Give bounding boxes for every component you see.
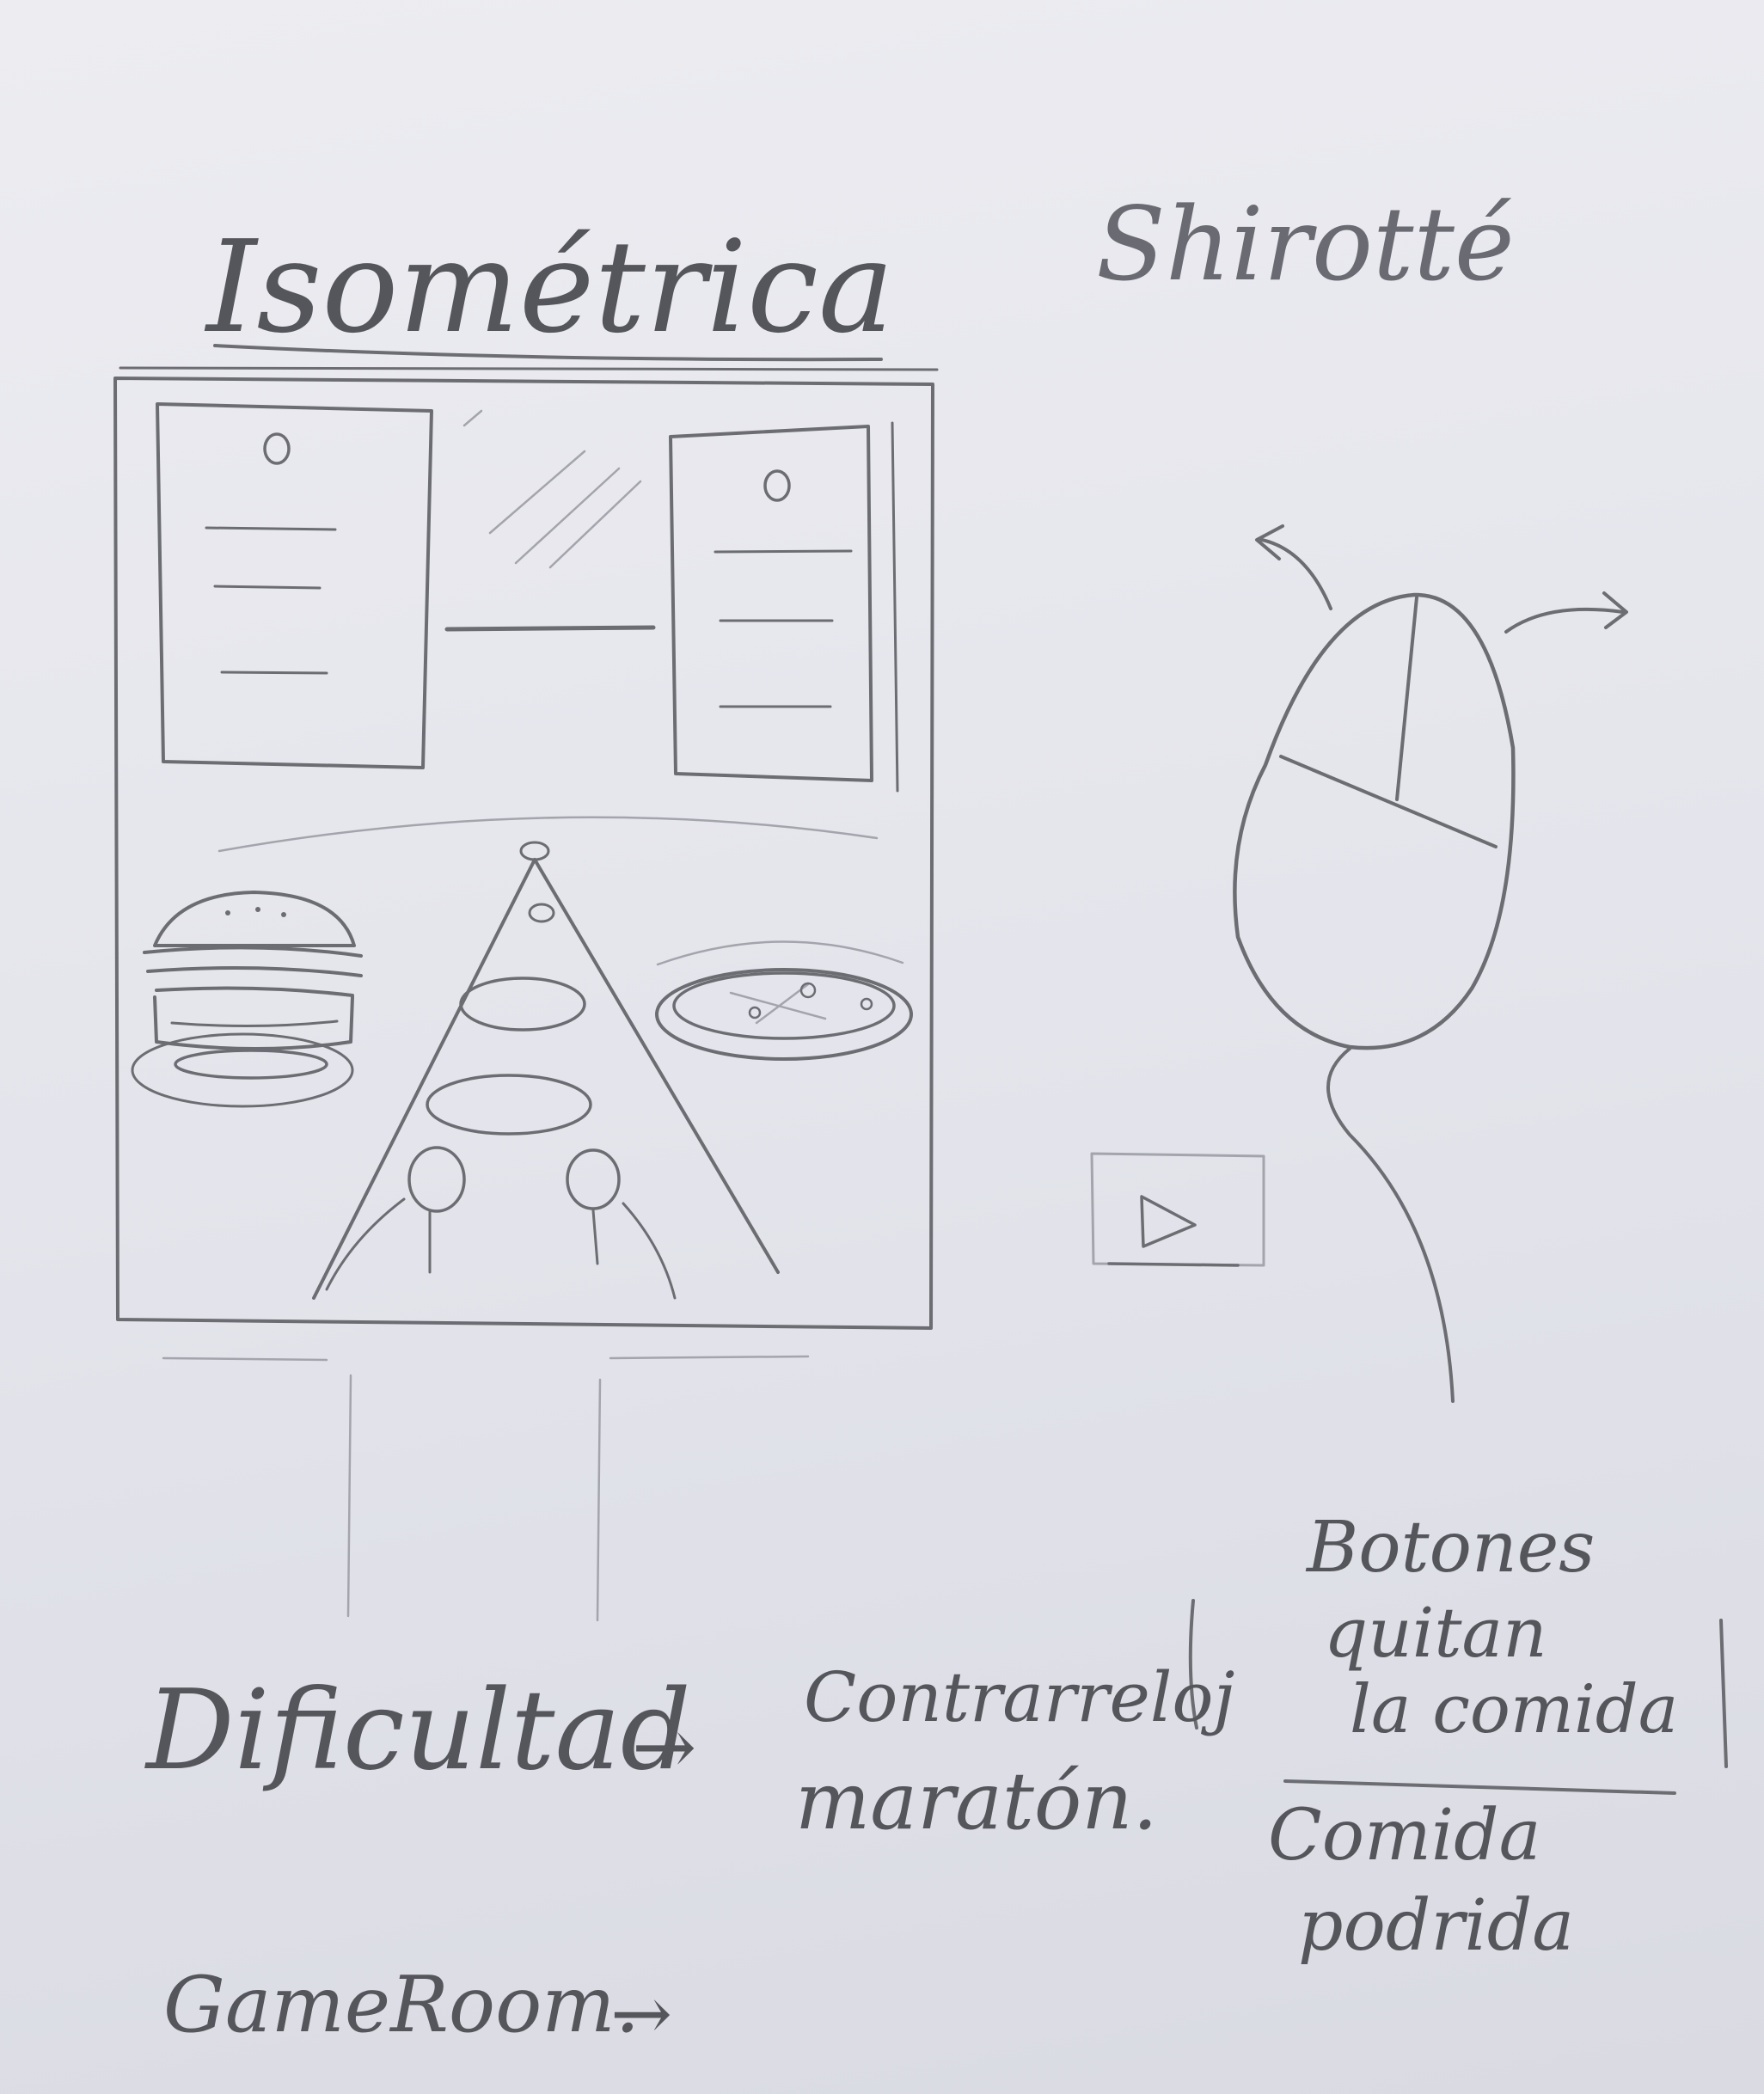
burger-drawing (131, 891, 363, 1108)
difficulty-label: Dificultad (146, 1667, 691, 1795)
buttons-note-line-1: Botones (1307, 1507, 1596, 1589)
rotten-food-note-line-2: podrida (1298, 1885, 1575, 1967)
gameroom-label: GameRoom. (163, 1960, 640, 2050)
rotten-food-note-line-1: Comida (1268, 1795, 1541, 1877)
difficulty-arrow: → (632, 1702, 697, 1792)
right-menu-card (669, 421, 899, 793)
left-menu-card (156, 402, 433, 769)
buttons-note-line-2: quitan (1324, 1593, 1547, 1673)
title-isometric: Isométrica (206, 213, 895, 361)
play-button-sketch (1090, 1152, 1265, 1267)
gameroom-arrow: → (610, 1971, 673, 2057)
bracket-line-right (1719, 1619, 1728, 1768)
title-shirotte: Shirotté (1096, 185, 1515, 303)
table-sketch (162, 1355, 810, 1622)
bracket-line-left (1188, 1599, 1198, 1730)
difficulty-option-marathon: maratón. (795, 1755, 1158, 1847)
window-glass-marks (462, 409, 642, 569)
difficulty-option-timed: Contrarreloj (804, 1657, 1235, 1737)
pizza-drawing (655, 940, 913, 1061)
isometric-game-sketch (113, 344, 939, 1622)
note-divider (1283, 1779, 1676, 1795)
computer-mouse-drawing (1233, 524, 1628, 1403)
buttons-note-line-3: la comida (1350, 1671, 1679, 1748)
food-pyramid-drawing (312, 841, 780, 1300)
